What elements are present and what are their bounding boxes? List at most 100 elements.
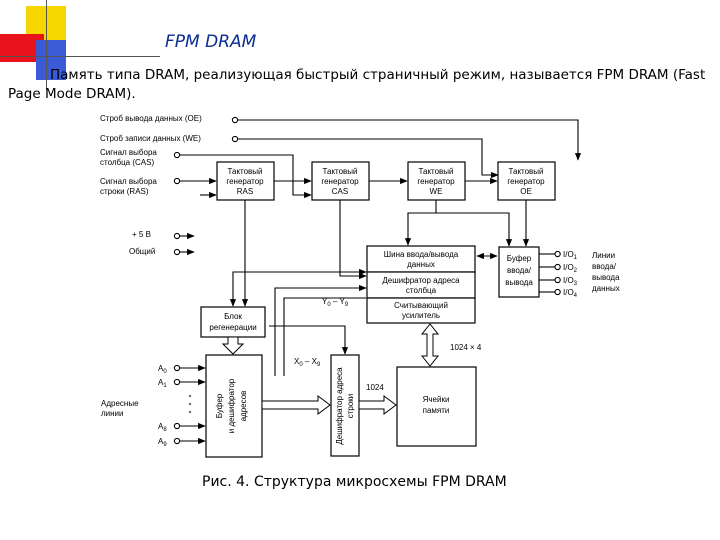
- io-buffer-line-3: вывода: [505, 278, 533, 287]
- signal-we-label: Строб записи данных (WE): [100, 134, 201, 143]
- gen-oe-line-2: генератор: [507, 177, 545, 186]
- wire-cas-to-coldec: [339, 200, 367, 280]
- x-bus-label: X0 – X9: [294, 357, 321, 368]
- sense-amp-line-1: Считывающий: [394, 301, 448, 310]
- y-bus-label: Y0 – Y9: [322, 297, 349, 308]
- regen-line-2: регенерации: [209, 323, 256, 332]
- col-dec-line-2: столбца: [406, 286, 437, 295]
- ellipsis-dot-1: [189, 395, 191, 397]
- ellipsis-dot-2: [189, 403, 191, 405]
- pin-ground: [173, 248, 181, 256]
- cells-line-2: памяти: [423, 406, 450, 415]
- io-lines-label-2: ввода/: [592, 262, 617, 271]
- regen-line-1: Блок: [224, 312, 242, 321]
- io-buffer-line-1: Буфер: [507, 254, 532, 263]
- gen-ras-line-2: генератор: [226, 177, 264, 186]
- signal-ras-label-2: строки (RAS): [100, 187, 149, 196]
- arrow-x-bus: [261, 395, 331, 415]
- gen-ras-line-1: Тактовый: [227, 167, 262, 176]
- wire-we-to-iobus: [404, 200, 437, 246]
- address-lines-label-2: линии: [101, 409, 124, 418]
- pin-we: [231, 135, 239, 143]
- addr-buf-line-1: Буфер: [215, 393, 224, 418]
- ground-label: Общий: [129, 247, 155, 256]
- gen-ras-line-3: RAS: [237, 187, 253, 196]
- signal-cas-label-2: столбца (CAS): [100, 158, 154, 167]
- memory-cells-box: [396, 366, 477, 447]
- pin-a9: [173, 437, 181, 445]
- io-bus-box: [366, 245, 476, 273]
- a8-label: A8: [158, 422, 167, 433]
- io2-label: I/O2: [563, 263, 578, 274]
- wire-cas: [179, 154, 312, 199]
- accent-square-blue: [36, 40, 66, 80]
- io-bus-line-2: данных: [407, 260, 435, 269]
- wire-y-bus-2: [283, 297, 366, 376]
- signal-cas-label-1: Сигнал выбора: [100, 148, 157, 157]
- pin-cas: [173, 151, 181, 159]
- a9-label: A9: [158, 437, 167, 448]
- gen-oe-box: [497, 161, 556, 201]
- pin-a0: [173, 364, 181, 372]
- gen-cas-line-3: CAS: [332, 187, 348, 196]
- wire-we-into-oe: [481, 160, 499, 179]
- gen-cas-box: [311, 161, 370, 201]
- wire-we-to-buffer: [436, 212, 513, 247]
- accent-line-v: [46, 0, 47, 90]
- pin-a8: [173, 422, 181, 430]
- sense-amp-box: [366, 297, 476, 324]
- io3-label: I/O3: [563, 276, 578, 287]
- figure-caption: Рис. 4. Структура микросхемы FPM DRAM: [202, 474, 507, 490]
- arrow-regen-to-addr: [221, 336, 245, 355]
- addr-buf-line-2: и дешифратор: [227, 378, 236, 433]
- io-lines-label-1: Линии: [592, 251, 615, 260]
- io-lines-label-4: данных: [592, 284, 620, 293]
- accent-line-h: [0, 56, 160, 57]
- gen-we-box: [407, 161, 466, 201]
- slide-title: FPM DRAM: [165, 32, 257, 52]
- gen-oe-line-3: OE: [520, 187, 532, 196]
- io-lines-label-3: вывода: [592, 273, 620, 282]
- col-dec-line-1: Дешифратор адреса: [382, 276, 460, 285]
- sense-amp-line-2: усилитель: [402, 311, 440, 320]
- io1-label: I/O1: [563, 250, 578, 261]
- pin-io1: [554, 250, 561, 258]
- io4-label: I/O4: [563, 288, 578, 299]
- wire-oe: [237, 119, 582, 161]
- wire-we: [237, 138, 483, 160]
- pin-ras: [173, 177, 181, 185]
- signal-ras-label-1: Сигнал выбора: [100, 177, 157, 186]
- addr-buf-box: [205, 354, 263, 458]
- io-buffer-box: [498, 246, 540, 298]
- cells-line-1: Ячейки: [423, 395, 450, 404]
- arrow-sense-cells: [420, 323, 440, 367]
- intro-paragraph: Память типа DRAM, реализующая быстрый ст…: [8, 67, 706, 102]
- a0-label: A0: [158, 364, 167, 375]
- a1-label: A1: [158, 378, 167, 389]
- pin-plus5: [173, 232, 181, 240]
- gen-oe-line-1: Тактовый: [508, 167, 543, 176]
- pin-oe: [231, 116, 239, 124]
- arrow-rowdec-to-cells: [358, 395, 397, 415]
- addr-buf-line-3: адресов: [239, 391, 248, 422]
- bus-1024x4-label: 1024 × 4: [450, 343, 482, 352]
- gen-cas-line-2: генератор: [321, 177, 359, 186]
- power-label: + 5 В: [132, 230, 151, 239]
- row-dec-line-1: Дешифратор адреса: [335, 367, 344, 445]
- regen-box: [200, 306, 266, 338]
- col-dec-box: [366, 271, 476, 299]
- gen-we-line-1: Тактовый: [418, 167, 453, 176]
- pin-io4: [554, 288, 561, 296]
- gen-we-line-3: WE: [430, 187, 443, 196]
- wire-y-bus: [274, 284, 367, 376]
- pin-io3: [554, 276, 561, 284]
- wire-regen-to-rowdec: [269, 325, 349, 355]
- bus-1024-label: 1024: [366, 383, 384, 392]
- address-lines-label-1: Адресные: [101, 399, 139, 408]
- io-buffer-line-2: ввода/: [507, 266, 532, 275]
- ellipsis-dot-3: [189, 411, 191, 413]
- gen-we-line-2: генератор: [417, 177, 455, 186]
- pin-io2: [554, 263, 561, 271]
- row-dec-line-2: строки: [346, 394, 355, 419]
